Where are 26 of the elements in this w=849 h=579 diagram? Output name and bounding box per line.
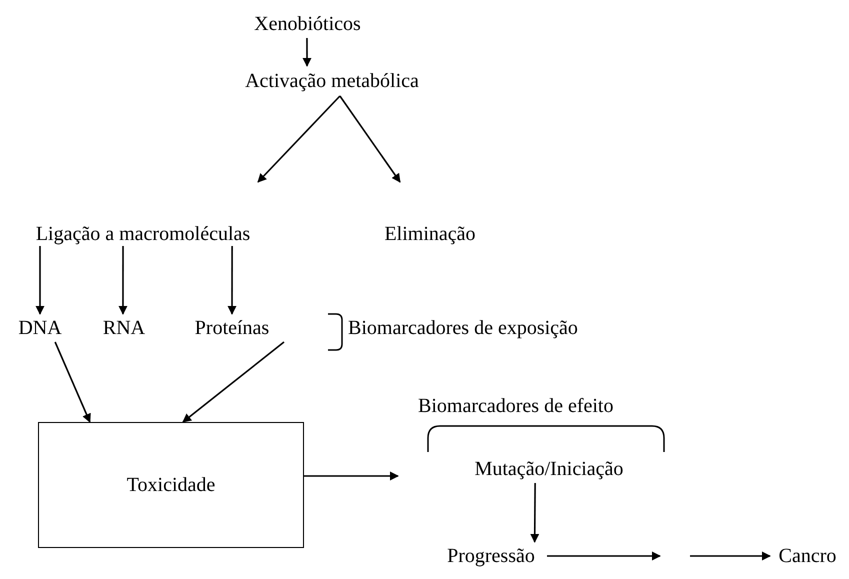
arrow xyxy=(182,341,284,423)
arrow xyxy=(36,246,44,315)
node-label: Cancro xyxy=(770,542,845,570)
node-label: Xenobióticos xyxy=(240,10,375,38)
arrow xyxy=(304,472,399,480)
arrow xyxy=(257,95,340,183)
node-label: RNA xyxy=(98,314,150,342)
node-label: Proteínas xyxy=(180,314,284,342)
annotation-text: Biomarcadores de efeito xyxy=(418,395,614,418)
box-label: Toxicidade xyxy=(126,474,216,496)
process-box xyxy=(38,422,304,548)
node-label: Mutação/Iniciação xyxy=(398,455,700,483)
node-label: Activação metabólica xyxy=(212,66,452,96)
arrow xyxy=(690,552,771,560)
node-label: Ligação a macromoléculas xyxy=(8,182,278,246)
annotation-text: Biomarcadores de exposição xyxy=(348,317,578,340)
arrow xyxy=(339,96,401,183)
arrow xyxy=(530,483,540,543)
arrow xyxy=(228,246,236,315)
arrow xyxy=(54,342,91,423)
node-label: Progressão xyxy=(435,542,547,570)
node-label: DNA xyxy=(12,314,68,342)
arrow xyxy=(118,246,128,315)
node-label: Eliminação xyxy=(380,182,480,246)
arrow xyxy=(302,38,312,67)
arrow xyxy=(547,552,661,560)
